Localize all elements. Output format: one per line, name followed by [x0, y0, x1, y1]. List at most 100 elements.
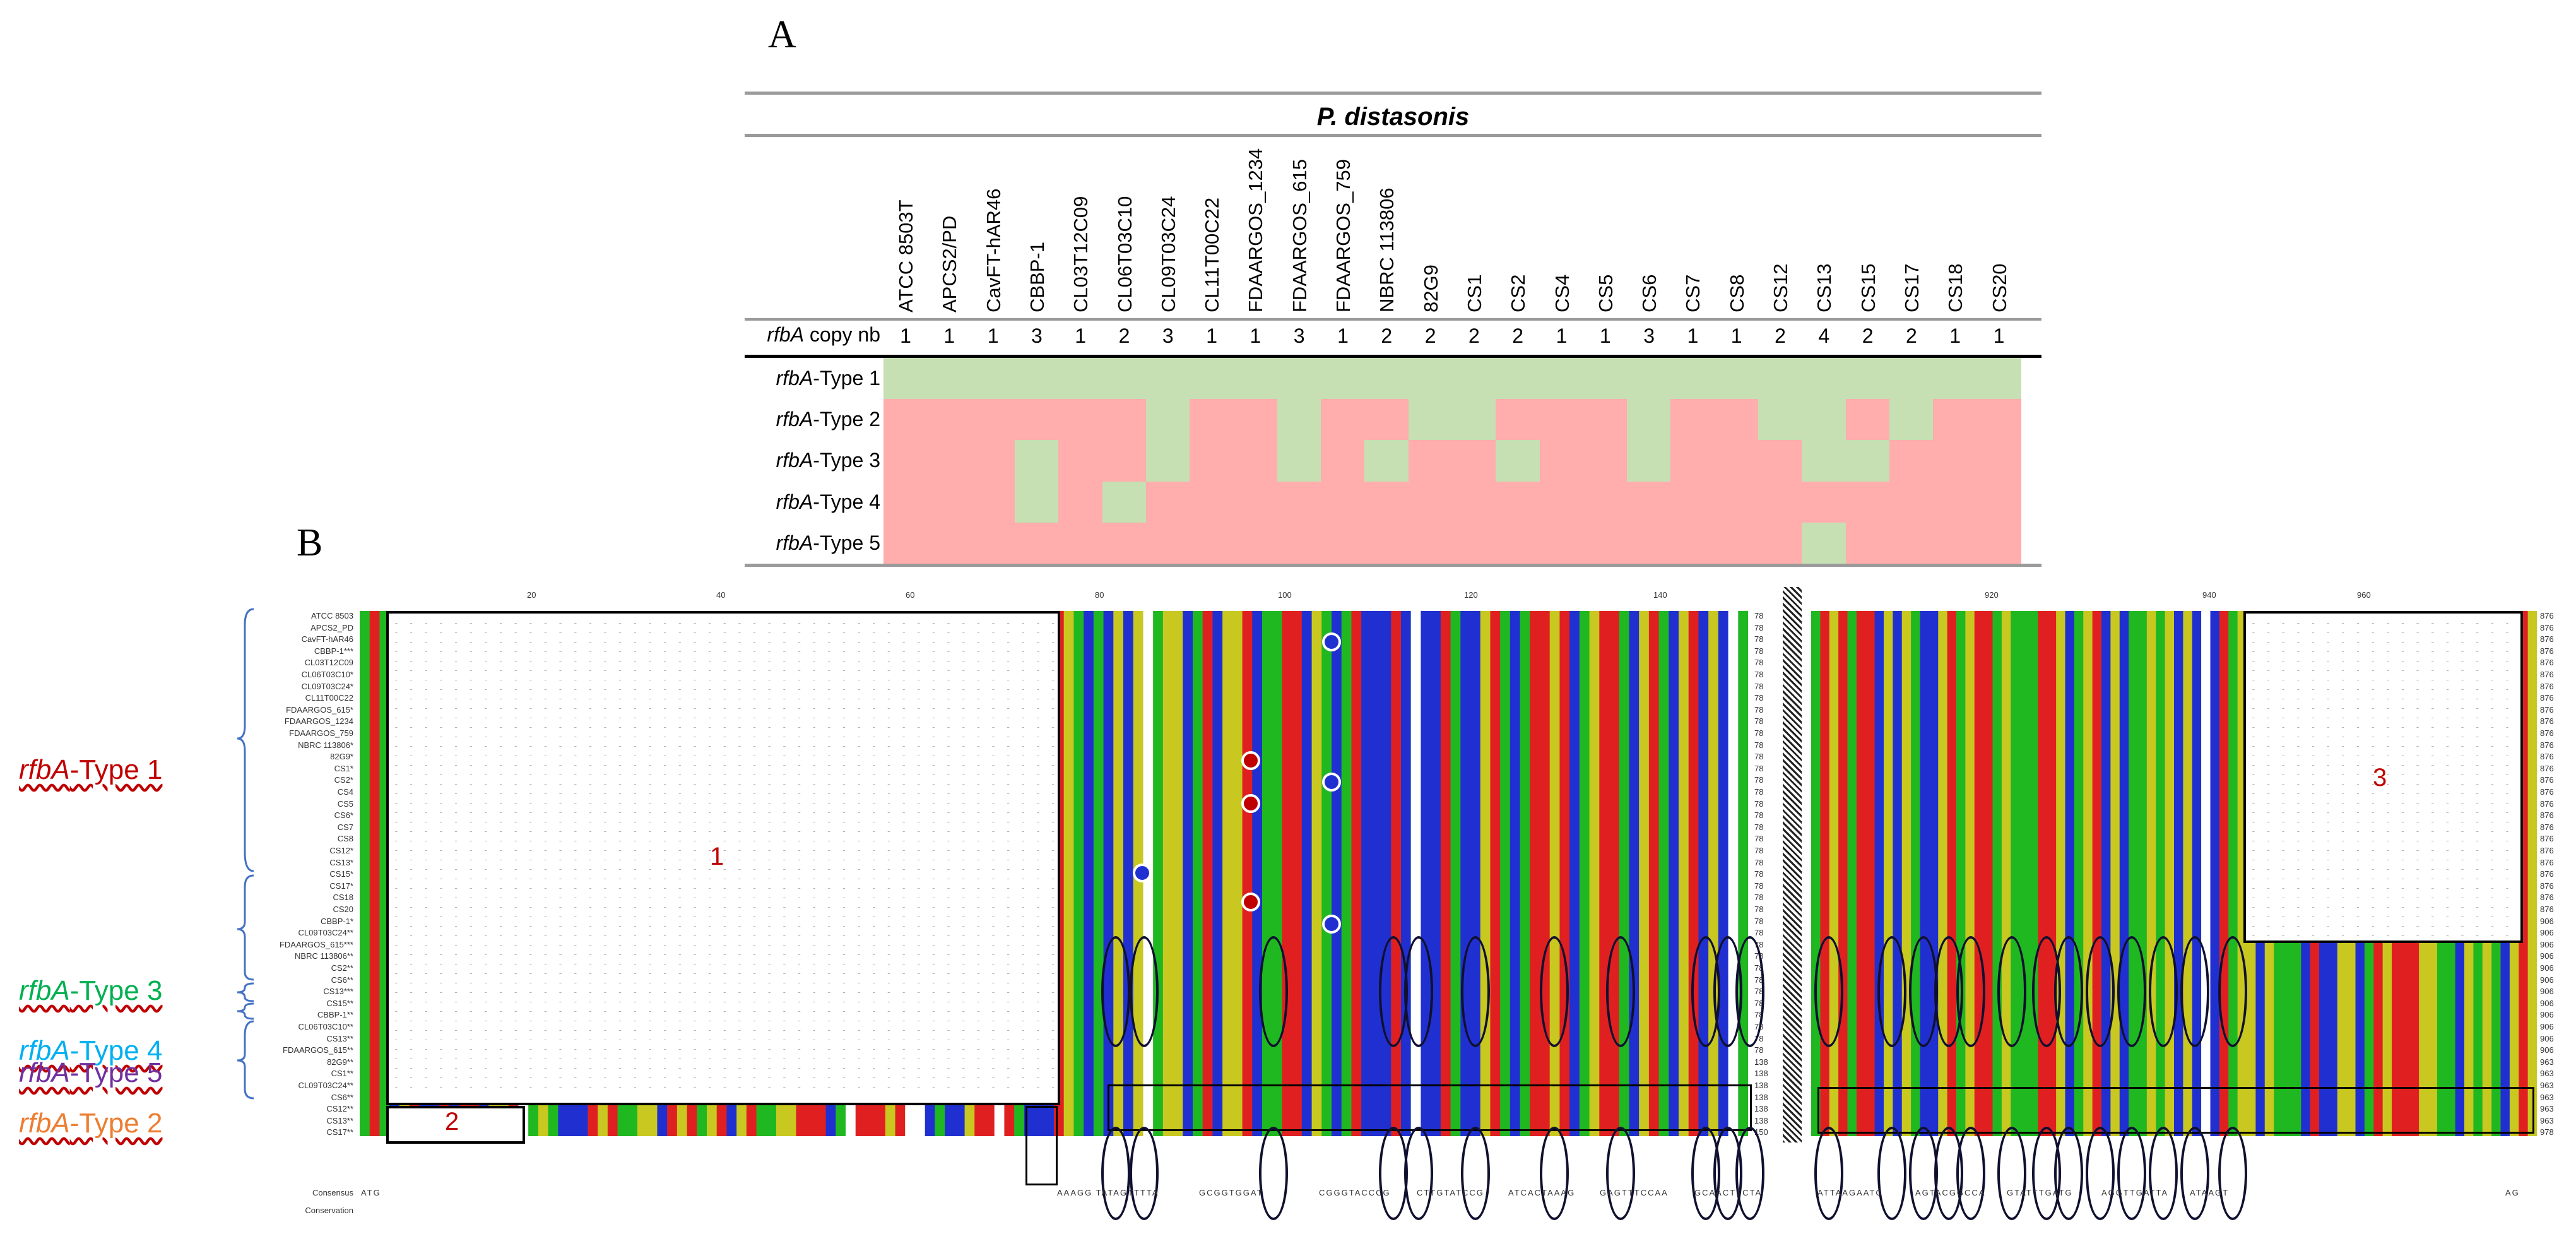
presence-cell: [1714, 522, 1759, 564]
strain-header: CS15: [1857, 263, 1879, 312]
presence-cell: [1364, 358, 1409, 400]
variant-ellipse-type3: [2149, 936, 2178, 1047]
variant-ellipse-type2: [2054, 1127, 2083, 1220]
snp-dot: [1241, 794, 1260, 813]
alignment-column: [1920, 611, 1930, 1136]
sequence-name: CL09T03C24**: [298, 1081, 353, 1090]
copy-number-cell: 3: [1031, 324, 1043, 347]
presence-cell: [1758, 481, 1803, 523]
presence-cell: [1408, 440, 1453, 482]
presence-cell: [1408, 358, 1453, 400]
presence-cell: [1277, 399, 1321, 441]
alignment-column: [1820, 611, 1830, 1136]
presence-cell: [1976, 358, 2021, 400]
left-length-label: 138: [1754, 1069, 1768, 1079]
left-length-label: 78: [1754, 693, 1764, 703]
variant-ellipse-type3: [1461, 936, 1490, 1047]
presence-cell: [1102, 358, 1147, 400]
species-title: P. distasonis: [1316, 103, 1470, 131]
left-length-label: 78: [1754, 857, 1764, 867]
right-length-label: 906: [2540, 975, 2554, 985]
presence-cell: [1889, 440, 1934, 482]
alignment-column: [2101, 611, 2111, 1136]
snp-dot: [1133, 863, 1152, 882]
presence-cell: [927, 440, 972, 482]
right-length-label: 876: [2540, 681, 2554, 691]
right-length-label: 876: [2540, 905, 2554, 914]
variant-ellipse-type3: [2218, 936, 2247, 1047]
alignment-column: [1311, 611, 1322, 1136]
alignment-column: [2210, 611, 2220, 1136]
variant-ellipse-type3: [1606, 936, 1635, 1047]
consensus-label: Consensus: [312, 1188, 353, 1197]
alignment-type-gene: rfbA: [19, 1057, 70, 1088]
alignment-column: [1431, 611, 1441, 1136]
right-length-label: 963: [2540, 1057, 2554, 1067]
sequence-name: CS20: [333, 905, 353, 914]
right-length-label: 963: [2540, 1081, 2554, 1090]
presence-cell: [1190, 440, 1234, 482]
presence-cell: [1933, 358, 1978, 400]
alignment-column: [1361, 611, 1372, 1136]
alignment-column: [2065, 611, 2075, 1136]
presence-cell: [1889, 481, 1934, 523]
presence-cell: [883, 522, 928, 564]
presence-cell: [1933, 522, 1978, 564]
right-length-label: 906: [2540, 939, 2554, 949]
right-length-label: 876: [2540, 704, 2554, 715]
alignment-column: [1480, 611, 1491, 1136]
alignment-column: [1421, 611, 1431, 1136]
alignment-column: [1874, 611, 1884, 1136]
alignment-column: [1500, 611, 1511, 1136]
consensus-segment: CTTGTATCCG: [1417, 1188, 1484, 1197]
presence-cell: [1321, 358, 1366, 400]
strain-header: CS8: [1725, 274, 1748, 312]
variant-ellipse-type3: [2086, 936, 2115, 1047]
right-length-label: 906: [2540, 1045, 2554, 1055]
right-length-label: 876: [2540, 670, 2554, 679]
header-rule: [745, 318, 2041, 321]
presence-cell: [1190, 522, 1234, 564]
presence-cell: [1845, 399, 1890, 441]
strain-header: CS7: [1682, 274, 1705, 312]
copy-number-cell: 3: [1162, 324, 1174, 347]
left-length-label: 78: [1754, 834, 1764, 844]
presence-cell: [1233, 399, 1278, 441]
alignment-column: [1063, 611, 1074, 1136]
left-length-label: 138: [1754, 1115, 1768, 1125]
right-length-label: 876: [2540, 658, 2554, 668]
copy-number-cell: 1: [1730, 324, 1742, 347]
sequence-name: CS15*: [329, 869, 353, 879]
sequence-name: CS7: [337, 822, 353, 832]
variant-ellipse-type2: [2218, 1127, 2247, 1220]
sequence-name: FDAARGOS_1234: [284, 716, 353, 727]
panel-a-letter: A: [768, 13, 796, 56]
right-length-label: 876: [2540, 822, 2554, 832]
variant-ellipse-type2: [1404, 1127, 1433, 1220]
alignment-column: [1559, 611, 1570, 1136]
alignment-column: [2083, 611, 2093, 1136]
sequence-name: CS6*: [334, 810, 353, 821]
alignment-column: [1530, 611, 1540, 1136]
type-row-suffix: -Type 5: [813, 531, 880, 554]
right-length-label: 906: [2540, 1022, 2554, 1031]
right-length-label: 876: [2540, 693, 2554, 703]
left-length-label: 78: [1754, 763, 1764, 773]
left-length-label: 78: [1754, 1045, 1764, 1055]
alignment-column: [1599, 611, 1610, 1136]
sequence-name: CS13**: [326, 1033, 353, 1043]
presence-cell: [1014, 358, 1060, 400]
sequence-name: CS13***: [323, 987, 353, 997]
variant-ellipse-type3: [2054, 936, 2083, 1047]
right-length-label: 906: [2540, 928, 2554, 938]
sequence-name: CS6**: [331, 1092, 353, 1102]
presence-cell: [1014, 399, 1060, 441]
variant-ellipse-type2: [1259, 1127, 1288, 1220]
variant-ellipse-type2: [2180, 1127, 2209, 1220]
alignment-type-label: rfbA-Type 5: [19, 1057, 162, 1089]
presence-cell: [1277, 522, 1321, 564]
strain-header: CL06T03C10: [1113, 196, 1136, 312]
strain-header: CS6: [1638, 274, 1661, 312]
alignment-column: [1202, 611, 1213, 1136]
left-length-label: 78: [1754, 893, 1764, 903]
